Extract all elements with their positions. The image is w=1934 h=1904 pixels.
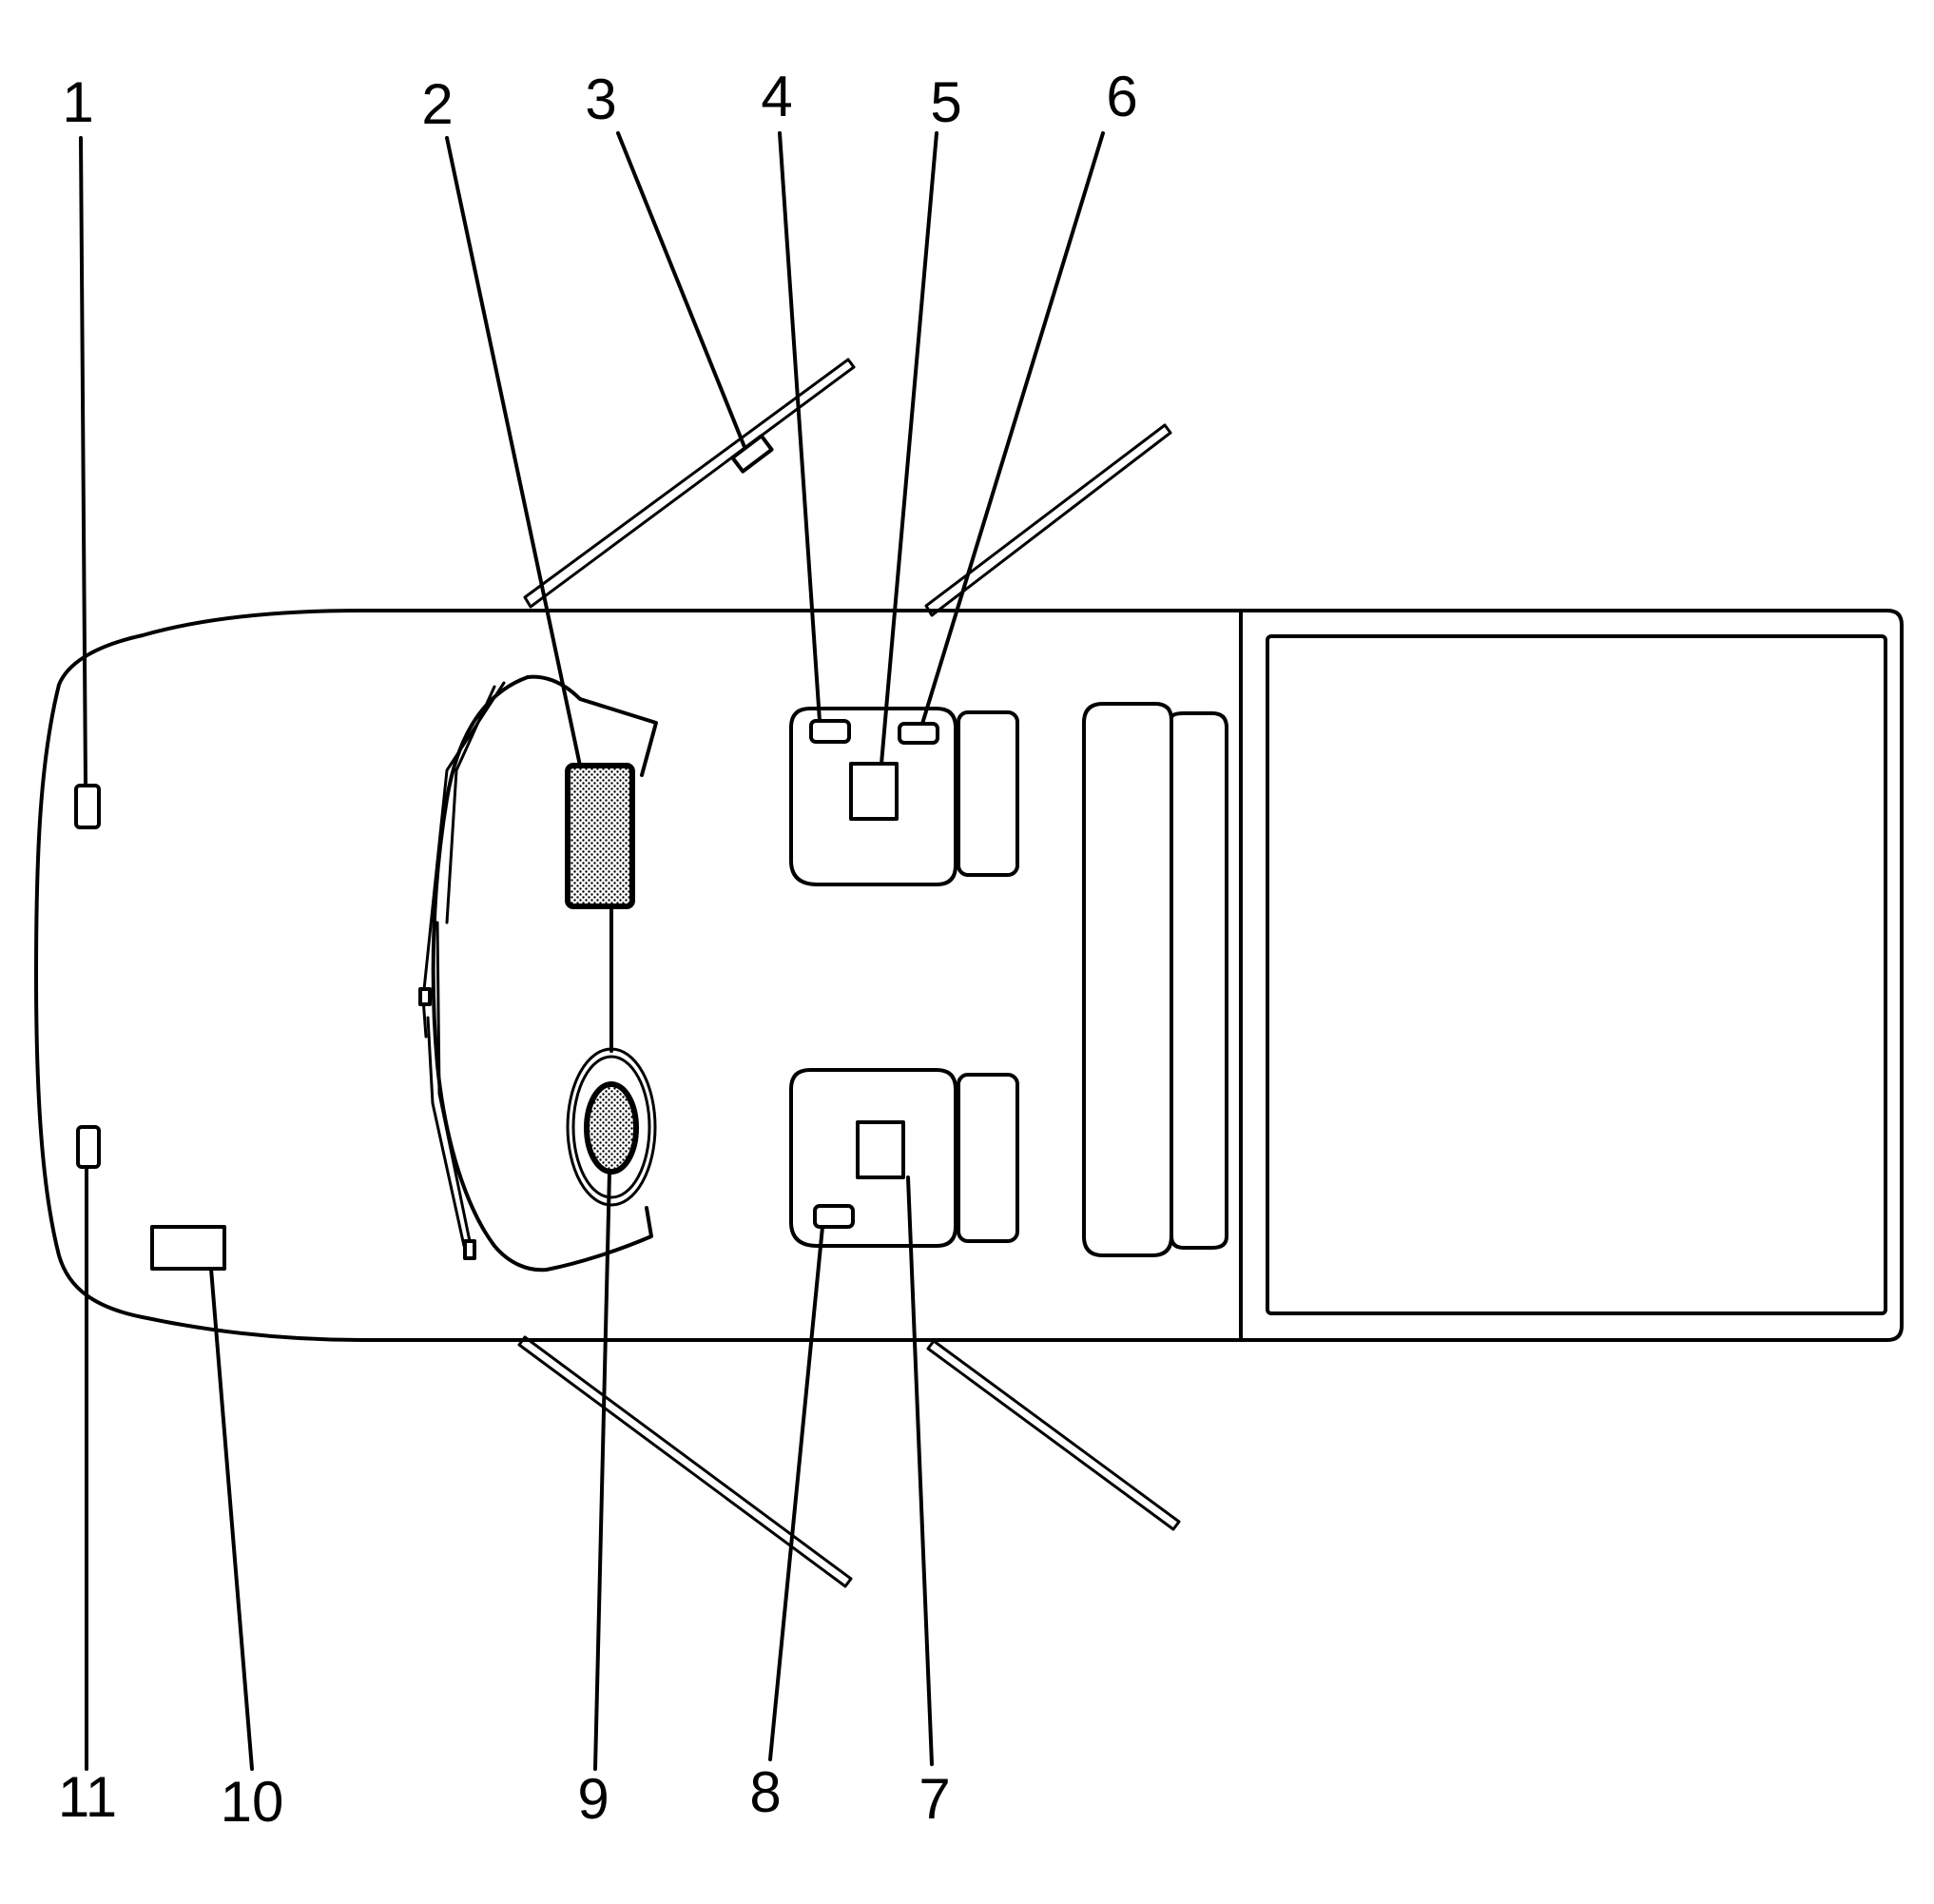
- component-6-seat-sensor: [898, 722, 939, 745]
- callout-4: 4: [761, 65, 792, 128]
- callout-labels: 1 2 3 4 5 6 7 8 9 10 11: [58, 65, 1138, 1834]
- rear-bench-seat: [1082, 702, 1228, 1257]
- callout-11: 11: [58, 1765, 117, 1829]
- passenger-seat: [789, 1068, 1019, 1248]
- driver-seat: [789, 707, 1019, 886]
- dashboard: [418, 674, 658, 1273]
- callout-2: 2: [421, 72, 453, 136]
- callout-7: 7: [919, 1767, 950, 1831]
- callout-1: 1: [62, 70, 93, 134]
- vehicle-body: [34, 609, 1904, 1342]
- component-8-seat-sensor: [813, 1204, 855, 1229]
- callout-6: 6: [1106, 65, 1137, 128]
- right-rear-mirror: [926, 1339, 1181, 1531]
- component-7-seat-module: [856, 1120, 905, 1179]
- component-10-module: [150, 1225, 226, 1271]
- right-front-mirror: [517, 1335, 853, 1588]
- callout-3: 3: [585, 68, 616, 131]
- left-rear-mirror: [924, 423, 1172, 617]
- callout-9: 9: [577, 1767, 609, 1831]
- cargo-box: [1266, 634, 1887, 1315]
- leader-lines: [79, 131, 1105, 1771]
- component-5-seat-module: [849, 762, 899, 821]
- component-1-front-sensor-left: [74, 784, 101, 829]
- component-3-mirror-sensor: [730, 434, 774, 474]
- steering-wheel-module: [565, 763, 635, 909]
- component-4-seat-sensor: [809, 719, 851, 744]
- passenger-airbag-module: [566, 1047, 657, 1207]
- component-11-front-sensor-right: [76, 1125, 101, 1169]
- callout-10: 10: [221, 1770, 284, 1834]
- callout-5: 5: [930, 70, 961, 134]
- callout-8: 8: [749, 1760, 781, 1824]
